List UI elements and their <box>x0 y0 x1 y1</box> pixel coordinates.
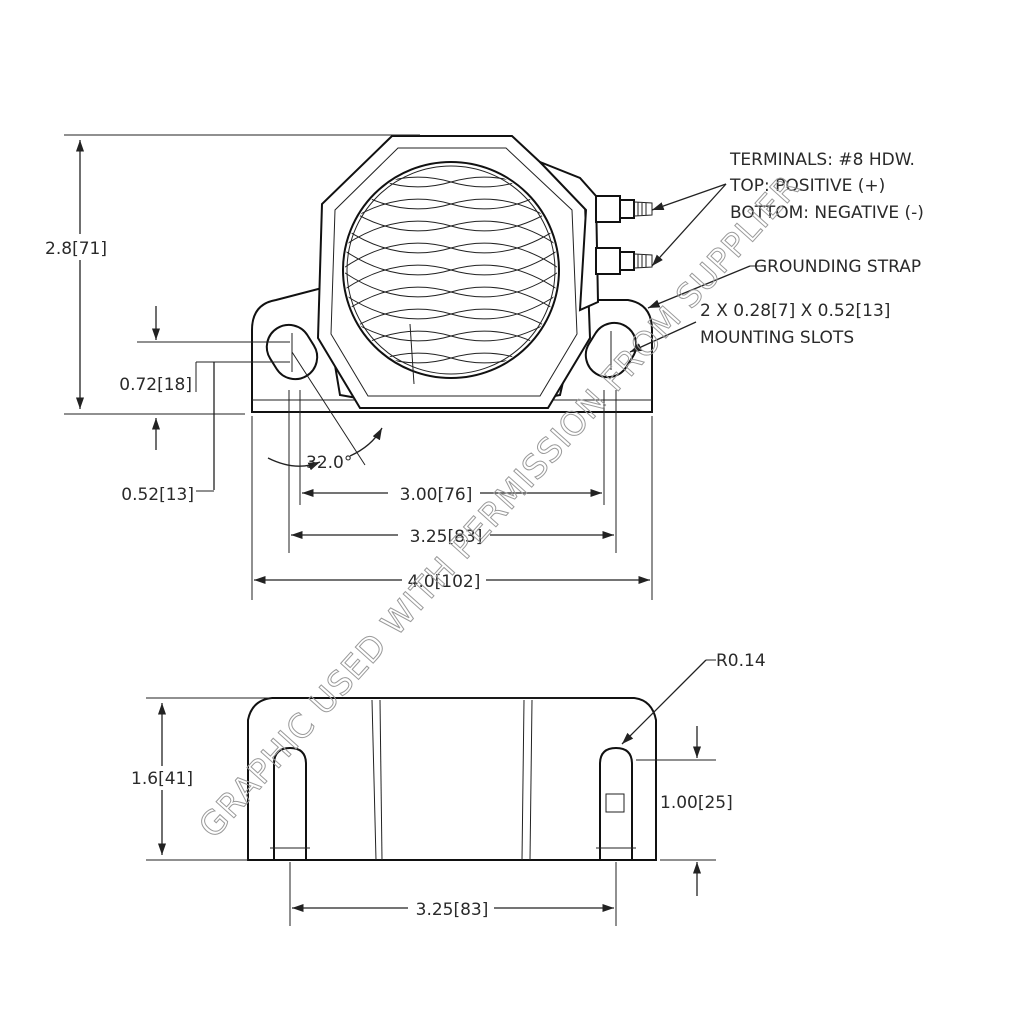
angle-dimension: 32.0° <box>306 453 352 473</box>
side-slot-spacing-dimension: 3.25[83] <box>416 900 489 920</box>
side-housing <box>247 697 657 861</box>
slot-height-dimension: 1.00[25] <box>660 793 733 813</box>
side-right-slot <box>596 746 636 861</box>
mounting-slots-note: MOUNTING SLOTS <box>700 328 854 348</box>
grill-mesh-line <box>345 261 557 323</box>
grill-mesh-line <box>345 239 557 301</box>
mounting-slots-size-note: 2 X 0.28[7] X 0.52[13] <box>700 301 890 321</box>
negative-note: BOTTOM: NEGATIVE (-) <box>730 203 924 223</box>
slot-offset-dimension: 0.72[18] <box>119 375 192 395</box>
grounding-strap-note: GROUNDING STRAP <box>754 257 921 277</box>
grill-mesh-line <box>330 64 572 124</box>
terminal-block <box>539 161 600 312</box>
right-mounting-slot <box>584 321 638 379</box>
grill-mesh-line <box>345 283 557 345</box>
side-height-dimension: 1.6[41] <box>131 769 193 789</box>
overall-width-dimension: 4.0[102] <box>408 572 481 592</box>
speaker-grill <box>330 64 572 385</box>
terminals-note: TERMINALS: #8 HDW. <box>729 150 915 170</box>
slot-spacing-dimension: 3.25[83] <box>410 527 483 547</box>
grill-mesh-line <box>345 195 557 257</box>
side-left-slot <box>270 746 310 861</box>
side-view: 1.6[41] R0.14 1.00[25] 3.25[83] <box>124 651 766 926</box>
grill-mesh-line <box>345 217 557 279</box>
slot-base-dimension: 0.52[13] <box>121 485 194 505</box>
front-view: 2.8[71] 0.72[18] 0.52[13] 32.0° 3.00[76]… <box>40 64 924 600</box>
radius-callout: R0.14 <box>716 651 766 671</box>
grill-mesh-line <box>330 64 572 124</box>
inner-slot-width-dimension: 3.00[76] <box>400 485 473 505</box>
positive-note: TOP: POSITIVE (+) <box>729 176 885 196</box>
height-dimension: 2.8[71] <box>45 239 107 259</box>
negative-terminal <box>595 247 653 275</box>
positive-terminal <box>595 195 653 223</box>
